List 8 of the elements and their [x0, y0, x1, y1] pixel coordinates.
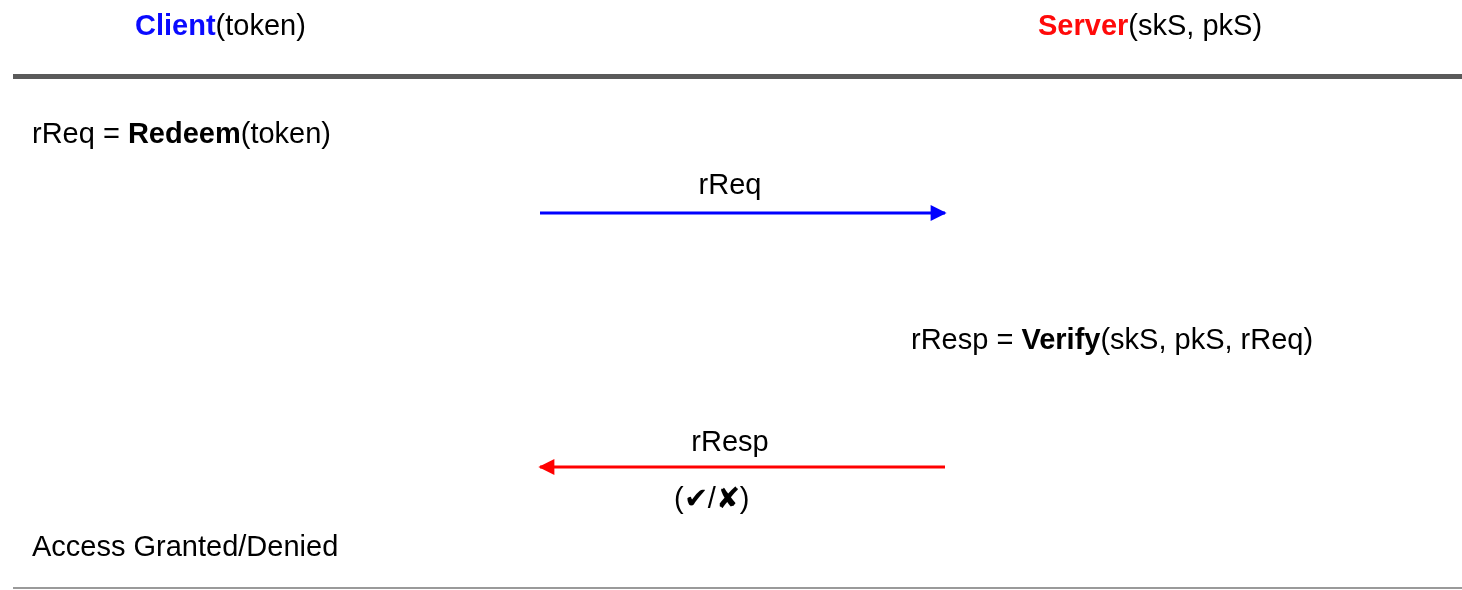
computation-text: rReq = Redeem(token) — [32, 117, 331, 149]
participant-label: Client(token) — [135, 9, 306, 41]
outcome-text: Access Granted/Denied — [32, 530, 339, 562]
participant-label: Server(skS, pkS) — [1038, 9, 1263, 41]
message-label: rReq — [698, 167, 762, 202]
message-label: rResp — [691, 424, 769, 459]
computation-text: rResp = Verify(skS, pkS, rReq) — [911, 323, 1314, 355]
result-symbols: (✔/✘) — [674, 481, 750, 516]
